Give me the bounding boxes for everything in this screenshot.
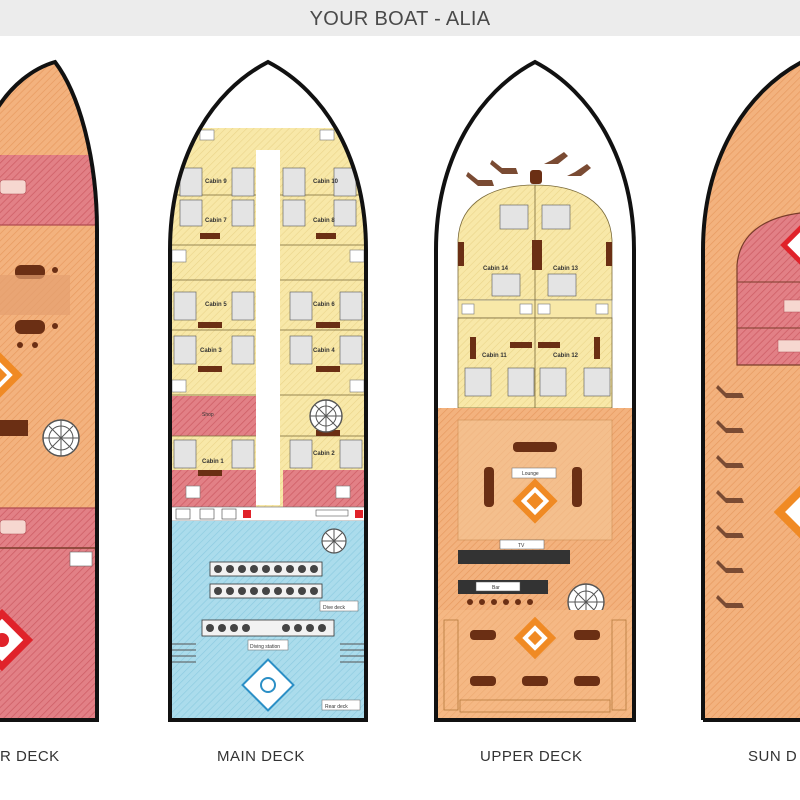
dive-deck-label: Dive deck <box>323 605 345 611</box>
page-title: YOUR BOAT - ALIA <box>309 8 491 30</box>
cabin-label: Cabin 1 <box>202 459 224 465</box>
cabin-label: Cabin 5 <box>205 302 227 308</box>
upper-deck-hull <box>434 59 636 722</box>
main-deck-plan <box>170 62 366 720</box>
rear-deck-label: Rear deck <box>325 704 348 710</box>
bar-label: Bar <box>492 585 500 591</box>
tv-label: TV <box>518 543 525 549</box>
steering-wheel-icon <box>321 528 347 554</box>
deck-label-main: MAIN DECK <box>217 748 305 765</box>
lower-deck-hull <box>0 59 99 722</box>
lower-deck-plan <box>0 62 97 720</box>
title-bar <box>0 0 800 36</box>
cabin-label: Cabin 3 <box>200 348 222 354</box>
shop-label: Shop <box>202 412 214 418</box>
cabin-label: Cabin 9 <box>205 179 227 185</box>
upper-deck-plan <box>436 62 634 720</box>
deck-label-sun: SUN D <box>748 748 798 765</box>
sun-deck-plan <box>703 62 800 720</box>
first-aid-icon <box>243 510 363 518</box>
sun-lounger-icon <box>466 152 591 186</box>
steering-wheel-icon <box>42 419 80 457</box>
main-deck-hull <box>168 59 368 722</box>
cabin-label: Cabin 8 <box>313 218 335 224</box>
deck-label-upper: UPPER DECK <box>480 748 583 765</box>
lounge-label: Lounge <box>522 471 539 477</box>
cabin-label: Cabin 2 <box>313 451 335 457</box>
sun-lounger-icon <box>716 385 744 608</box>
sun-deck-hull <box>701 60 800 720</box>
cabin-label: Cabin 13 <box>553 266 579 272</box>
cabin-label: Cabin 10 <box>313 179 339 185</box>
cabin-label: Cabin 12 <box>553 353 579 359</box>
cabin-label: Cabin 7 <box>205 218 227 224</box>
diamond-hazard-icon <box>0 608 34 672</box>
cabin-label: Cabin 6 <box>313 302 335 308</box>
diamond-hazard-icon <box>241 658 295 712</box>
cabin-label: Cabin 14 <box>483 266 509 272</box>
diving-station-label: Diving station <box>250 644 280 650</box>
cabin-label: Cabin 4 <box>313 348 335 354</box>
diamond-hazard-icon <box>780 225 800 265</box>
steering-wheel-icon <box>309 399 343 433</box>
cabin-label: Cabin 11 <box>482 353 507 359</box>
deck-label-lower: R DECK <box>0 748 60 765</box>
